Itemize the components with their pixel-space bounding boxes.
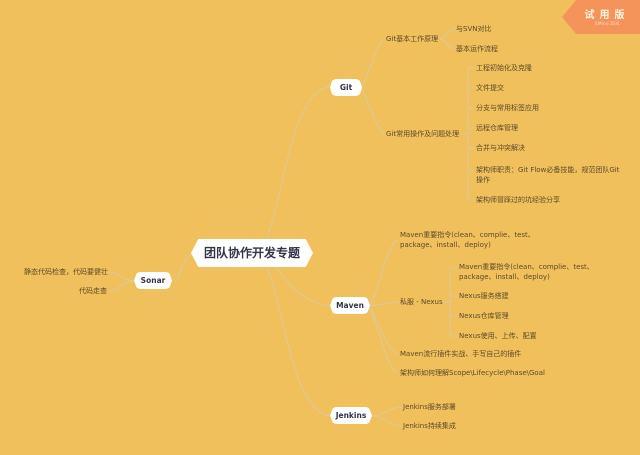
root-topic[interactable]: 团队协作开发专题 (191, 239, 313, 267)
maven-nexus[interactable]: 私服 - Nexus (400, 298, 443, 306)
git-op-lessons[interactable]: 架构师冒踩过的坑经验分享 (476, 196, 560, 204)
nexus-repo-mgmt[interactable]: Nexus仓库管理 (459, 312, 509, 320)
sonar-static-check[interactable]: 静态代码检查，代码要健壮 (24, 268, 108, 276)
topic-jenkins[interactable]: Jenkins (330, 407, 372, 424)
trial-badge: 试用版 XMind ZEN (562, 0, 640, 34)
sonar-code-review[interactable]: 代码走查 (79, 287, 107, 295)
maven-lifecycle[interactable]: 架构师如何理解Scope\Lifecycle\Phase\Goal (400, 369, 545, 377)
nexus-usage[interactable]: Nexus使用、上传、配置 (459, 332, 537, 340)
nexus-maven-commands[interactable]: Maven重要指令(clean、complie、test、package、ins… (459, 263, 594, 281)
nexus-setup[interactable]: Nexus服务搭建 (459, 292, 509, 300)
trial-badge-label: 试用版 (584, 10, 630, 21)
topic-git[interactable]: Git (330, 79, 362, 96)
topic-maven[interactable]: Maven (330, 297, 370, 314)
maven-plugins[interactable]: Maven流行插件实战、手写自己的插件 (400, 350, 522, 358)
trial-badge-sublabel: XMind ZEN (594, 22, 620, 27)
maven-commands[interactable]: Maven重要指令(clean、complie、test、package、ins… (400, 231, 535, 249)
git-common-ops[interactable]: Git常用操作及问题处理 (386, 130, 460, 138)
git-op-gitflow[interactable]: 架构师职责：Git Flow必备技能，规范团队Git操作 (476, 166, 620, 184)
git-op-commit[interactable]: 文件提交 (476, 84, 504, 92)
jenkins-ci[interactable]: Jenkins持续集成 (403, 422, 456, 430)
git-op-branch[interactable]: 分支与常用标签应用 (476, 104, 539, 112)
git-basic-principle[interactable]: Git基本工作原理 (386, 35, 439, 43)
jenkins-deploy[interactable]: Jenkins服务部署 (403, 403, 456, 411)
git-op-remote[interactable]: 远程仓库管理 (476, 124, 518, 132)
git-basic-flow[interactable]: 基本运作流程 (456, 45, 498, 53)
git-op-init[interactable]: 工程初始化及克隆 (476, 64, 532, 72)
git-svn-compare[interactable]: 与SVN对比 (456, 25, 492, 33)
topic-sonar[interactable]: Sonar (134, 272, 172, 289)
git-op-merge[interactable]: 合并与冲突解决 (476, 144, 525, 152)
